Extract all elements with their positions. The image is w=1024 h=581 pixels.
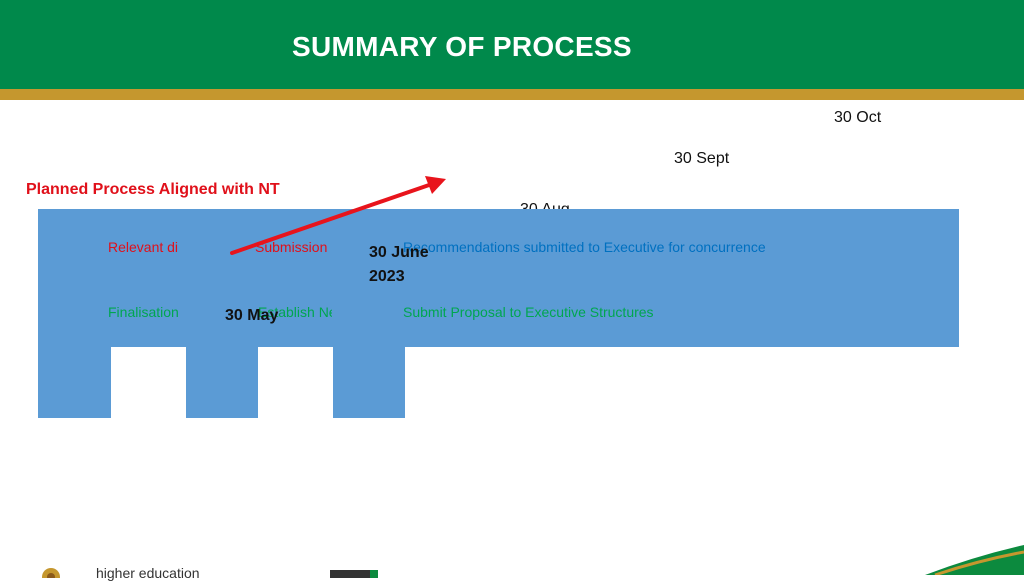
date-june-year: 2023 [369,268,405,285]
partner-logo [330,570,378,578]
coat-of-arms-logo [42,568,60,578]
date-sept: 30 Sept [674,150,730,167]
row2-col2-text: Establish Ne [258,304,332,320]
header-bar [0,0,1024,89]
planned-process-label: Planned Process Aligned with NT [26,181,280,198]
header-gold-stripe [0,89,1024,100]
row2-col1-text: Finalisation [108,304,179,320]
process-column-1 [38,347,111,418]
date-may: 30 May [225,307,279,324]
row1-col3-text: Recommendations submitted to Executive f… [403,239,766,255]
process-column-2 [186,347,258,418]
row1-col1-text: Relevant di [108,239,179,255]
process-block-top [38,209,959,347]
footer-logo-text: higher education [96,565,200,581]
process-column-3 [333,347,405,418]
row2-col3-text: Submit Proposal to Executive Structures [403,304,654,320]
date-oct: 30 Oct [834,109,882,126]
slide-title: SUMMARY OF PROCESS [292,31,632,62]
